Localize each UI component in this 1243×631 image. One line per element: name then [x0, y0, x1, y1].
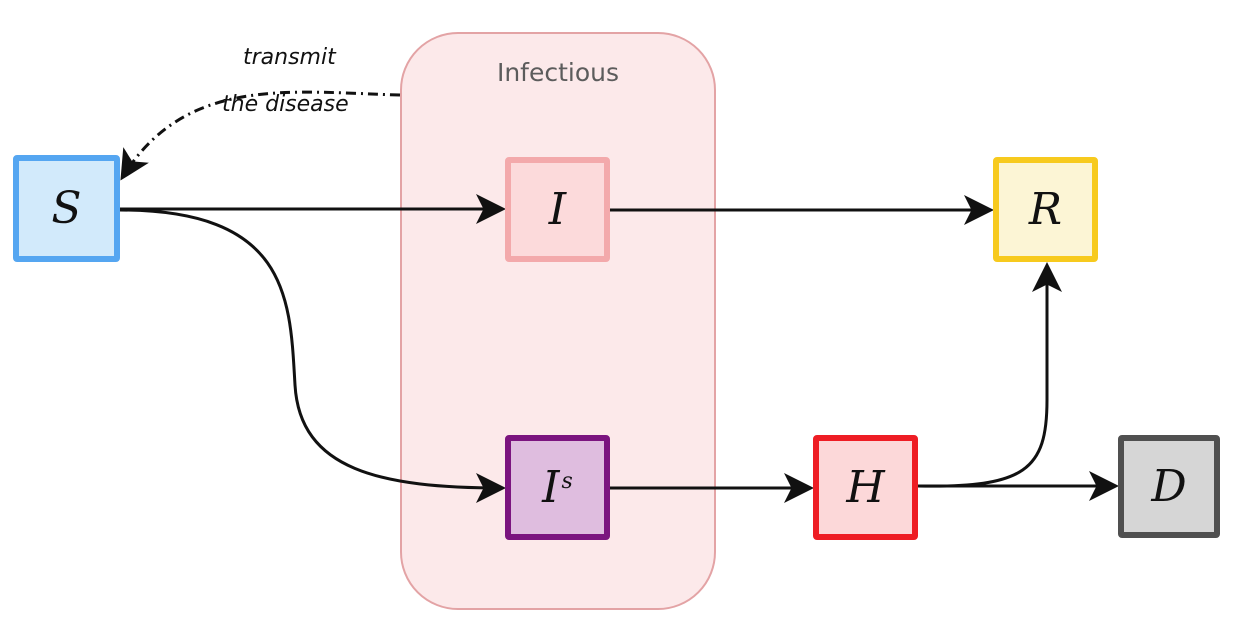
node-is-label: I — [542, 462, 560, 513]
node-is-superscript: s — [561, 469, 573, 494]
transmit-annotation-line2: the disease — [222, 92, 349, 117]
node-d: D — [1118, 435, 1220, 538]
infectious-group-label: Infectious — [496, 58, 620, 87]
edge-s-to-is — [119, 208, 506, 503]
node-s-label: S — [51, 183, 82, 234]
node-d-label: D — [1151, 461, 1187, 512]
node-r-label: R — [1028, 184, 1063, 235]
transmit-annotation-line1: transmit — [243, 45, 336, 70]
node-h: H — [813, 435, 918, 540]
node-h-label: H — [846, 462, 885, 513]
edge-h-to-r — [917, 262, 1062, 488]
node-r: R — [993, 157, 1098, 262]
node-i-label: I — [548, 184, 567, 235]
node-s: S — [13, 155, 120, 262]
node-i: I — [505, 157, 610, 262]
edge-transmit — [120, 90, 401, 181]
